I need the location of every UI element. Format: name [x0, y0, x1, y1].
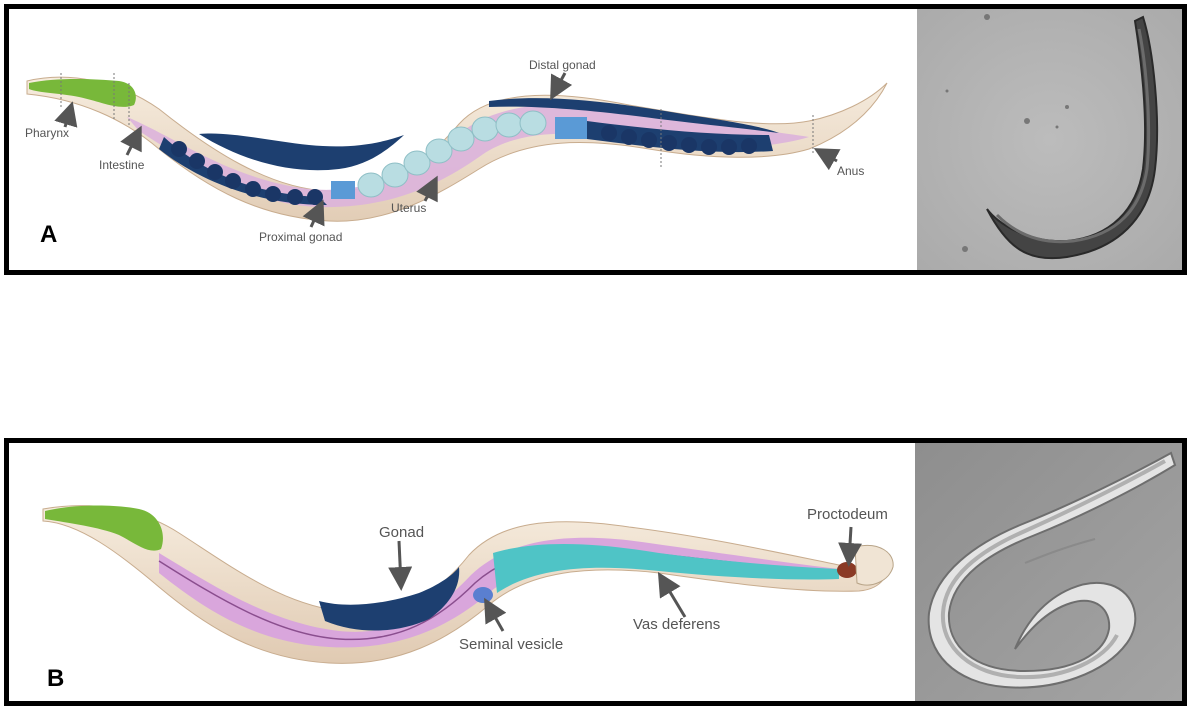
seminal-vesicle-b	[473, 587, 493, 603]
proctodeum-b	[837, 562, 857, 578]
spermatheca-left	[331, 181, 355, 199]
spermatheca-right	[555, 117, 587, 139]
tail-fan	[855, 545, 893, 585]
male-diagram: Gonad Seminal vesicle Vas deferens Proct…	[9, 443, 917, 701]
panel-letter-b: B	[47, 665, 64, 693]
label-vas-deferens: Vas deferens	[633, 616, 720, 633]
hermaphrodite-diagram: Pharynx Intestine Proximal gonad Uterus …	[9, 9, 917, 270]
label-pharynx: Pharynx	[25, 126, 69, 140]
micrograph-a	[917, 9, 1182, 270]
label-proctodeum: Proctodeum	[807, 506, 888, 523]
panel-letter-a: A	[40, 221, 57, 249]
panel-a: Pharynx Intestine Proximal gonad Uterus …	[4, 4, 1187, 275]
label-proximal-gonad: Proximal gonad	[259, 230, 342, 244]
label-distal-gonad: Distal gonad	[529, 58, 596, 72]
micrograph-b	[915, 443, 1182, 701]
label-seminal-vesicle: Seminal vesicle	[459, 636, 563, 653]
label-gonad: Gonad	[379, 524, 424, 541]
panel-b: Gonad Seminal vesicle Vas deferens Proct…	[4, 438, 1187, 706]
label-intestine: Intestine	[99, 158, 145, 172]
label-anus: Anus	[837, 164, 864, 178]
label-uterus: Uterus	[391, 201, 426, 215]
